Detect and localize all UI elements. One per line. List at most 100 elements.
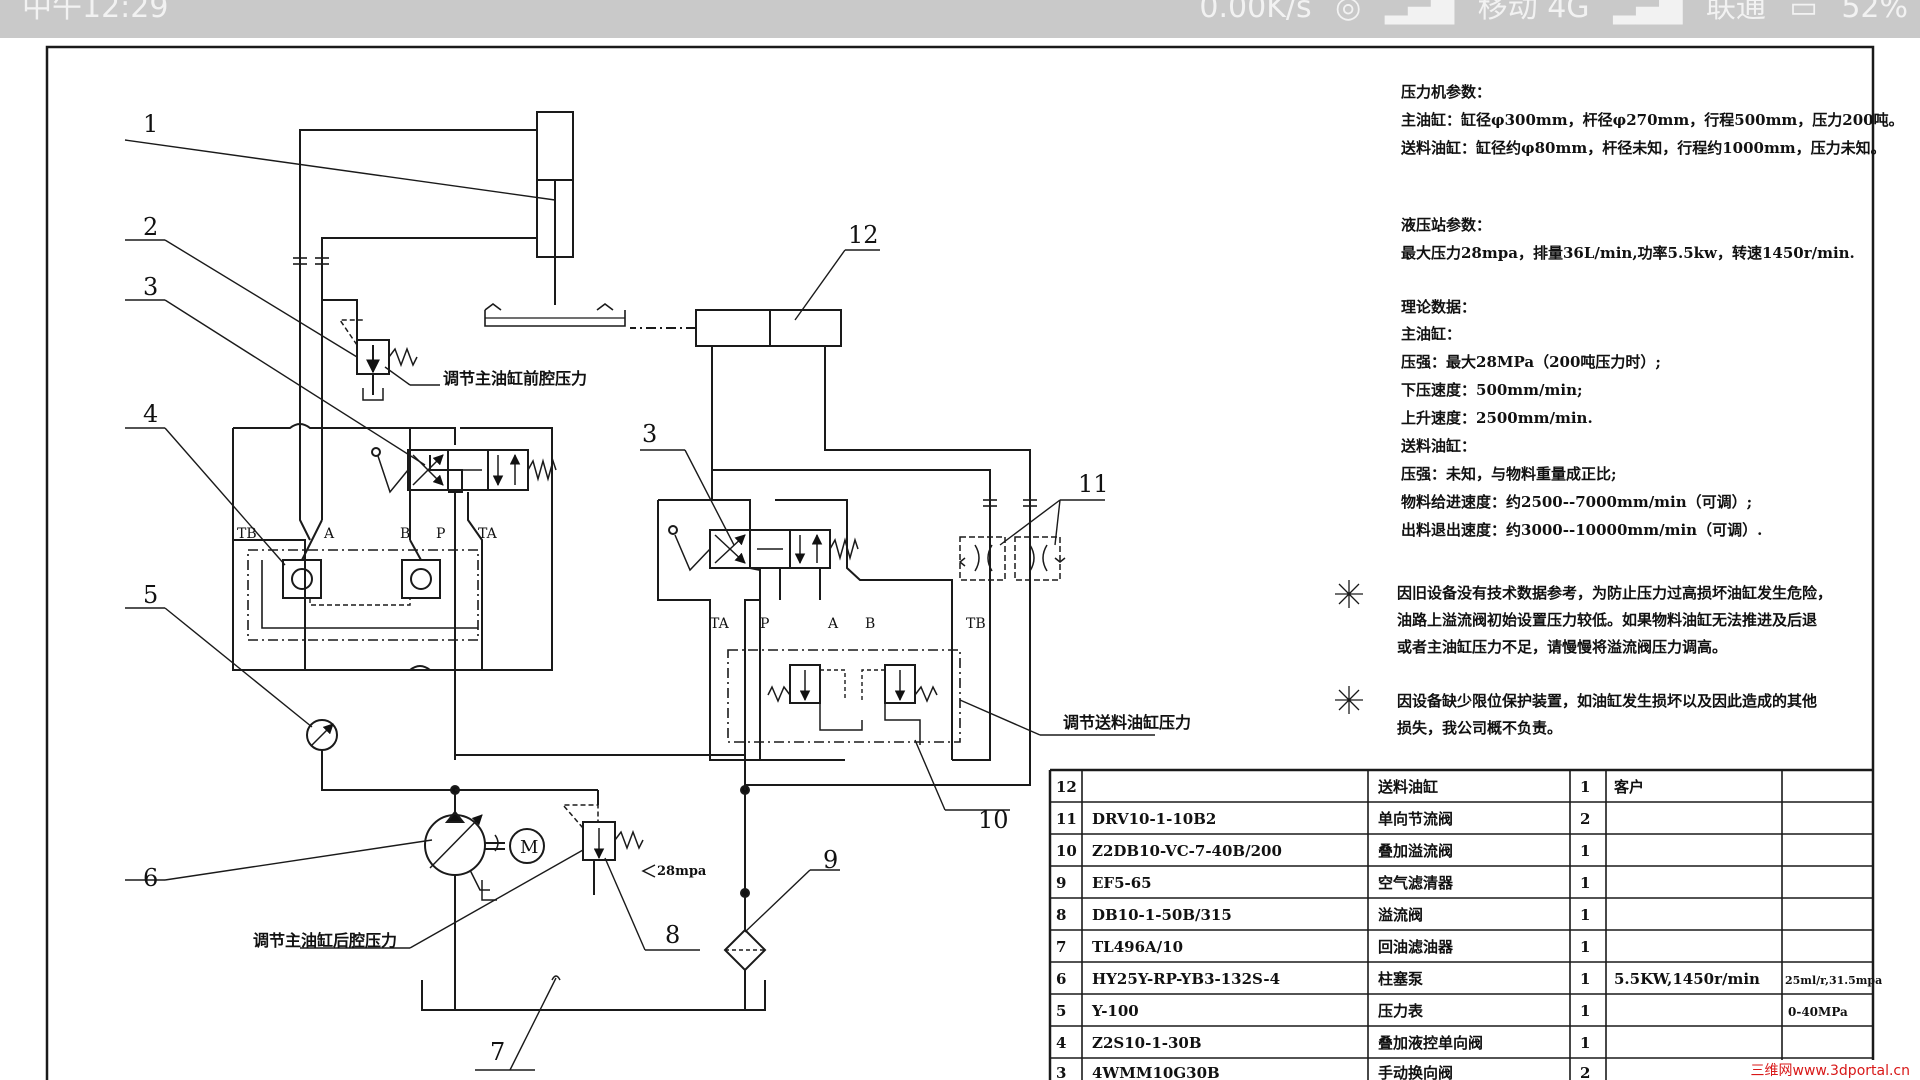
part-label-12: 12 [848, 221, 879, 249]
table-row: 4 Z2S10-1-30B 叠加液控单向阀 1 [1056, 1034, 1590, 1052]
warning-1-line-1: 因旧设备没有技术数据参考，为防止压力过高损坏油缸发生危险， [1397, 584, 1832, 602]
directional-valve-left [371, 447, 557, 494]
warning-2-line-1: 因设备缺少限位保护装置，如油缸发生损坏以及因此造成的其他 [1397, 692, 1817, 710]
theory-line-8: 出料退出速度：约3000--10000mm/min（可调）. [1401, 521, 1762, 539]
table-row: 8 DB10-1-50B/315 溢流阀 1 [1056, 906, 1590, 924]
part-label-10: 10 [978, 806, 1009, 834]
alarm-icon: ◎ [1335, 0, 1362, 25]
carrier-label: 移动 4G [1477, 0, 1590, 25]
warning-1-line-3: 或者主油缸压力不足，请慢慢将溢流阀压力调高。 [1397, 638, 1727, 656]
part-label-6: 6 [143, 864, 158, 892]
port-p-left: P [436, 526, 445, 542]
table-row: 11 DRV10-1-10B2 单向节流阀 2 [1056, 810, 1590, 828]
bom-qty: 1 [1580, 778, 1590, 796]
bom-no: 3 [1056, 1064, 1066, 1080]
bom-name: 送料油缸 [1377, 778, 1438, 796]
port-b-right: B [865, 616, 875, 632]
press-line-1: 主油缸：缸径φ300mm，杆径φ270mm，行程500mm，压力200吨。 [1401, 111, 1904, 129]
bom-no: 5 [1056, 1002, 1066, 1020]
bom-qty: 1 [1580, 906, 1590, 924]
cylinder-bottom-line [321, 237, 537, 520]
port-p-right: P [760, 616, 769, 632]
battery-level: 52% [1841, 0, 1908, 25]
bom-code: TL496A/10 [1092, 938, 1183, 956]
bom-no: 4 [1056, 1034, 1066, 1052]
bom-remark: 客户 [1613, 778, 1644, 796]
station-line-1: 最大压力28mpa，排量36L/min,功率5.5kw，转速1450r/min. [1401, 244, 1855, 262]
theory-line-1: 主油缸： [1401, 325, 1461, 343]
notes: 压力机参数： 主油缸：缸径φ300mm，杆径φ270mm，行程500mm，压力2… [1397, 83, 1904, 737]
signal-icon-2: ▂▄▆ [1613, 0, 1683, 25]
watermark: 三维网www.3dportal.cn [1746, 1060, 1914, 1080]
port-tb-left: TB [237, 526, 257, 542]
main-cylinder [536, 111, 574, 305]
bom-code: 4WMM10G30B [1092, 1064, 1220, 1080]
relief-valve-8 [455, 789, 656, 895]
bom-name: 手动换向阀 [1378, 1064, 1453, 1080]
bom-no: 8 [1056, 906, 1066, 924]
part-label-8: 8 [665, 921, 680, 949]
carrier-label-2: 联通 [1705, 0, 1766, 25]
bom-name: 空气滤清器 [1378, 874, 1454, 892]
cylinder-top-line [299, 129, 537, 410]
theory-line-2: 压强：最大28MPa（200吨压力时）; [1401, 353, 1661, 371]
left-manifold [232, 423, 553, 671]
drawing-frame [45, 45, 1875, 1080]
feed-cylinder [484, 303, 842, 347]
part-label-2: 2 [143, 213, 158, 241]
bom-name: 回油滤油器 [1378, 938, 1454, 956]
bom-name: 柱塞泵 [1378, 970, 1423, 988]
feed-pressure-note: 调节送料油缸压力 [1063, 713, 1191, 732]
motor-label: M [520, 837, 538, 858]
couplings-right [983, 499, 1037, 507]
port-a-left: A [323, 526, 335, 542]
bom-no: 11 [1056, 810, 1077, 828]
table-row: 5 Y-100 压力表 1 0-40MPa [1056, 1002, 1848, 1020]
theory-line-5: 送料油缸： [1400, 437, 1476, 455]
port-a-right: A [827, 616, 839, 632]
table-row: 6 HY25Y-RP-YB3-132S-4 柱塞泵 1 5.5KW,1450r/… [1056, 970, 1882, 988]
bom-no: 12 [1056, 778, 1077, 796]
bom-cells: 12 送料油缸 1 客户 11 DRV10-1-10B2 单向节流阀 2 10 … [1056, 778, 1882, 1080]
bom-no: 7 [1056, 938, 1066, 956]
theory-line-4: 上升速度：2500mm/min. [1401, 409, 1593, 427]
status-bar: 中午12:29 0.00K/s ◎ ▂▄▆ 移动 4G ▂▄▆ 联通 ▭ 52% [0, 0, 1920, 38]
bom-code: HY25Y-RP-YB3-132S-4 [1092, 970, 1280, 988]
press-heading: 压力机参数： [1401, 83, 1491, 101]
bom-qty: 1 [1580, 938, 1590, 956]
pressure-gauge [306, 719, 455, 791]
bom-code: DB10-1-50B/315 [1092, 906, 1232, 924]
part-label-3b: 3 [642, 420, 657, 448]
bom-qty: 2 [1580, 1064, 1590, 1080]
bom-qty: 1 [1580, 1034, 1590, 1052]
bom-extra: 25ml/r,31.5mpa [1785, 974, 1882, 987]
bom-name: 溢流阀 [1378, 906, 1423, 924]
signal-icon: ▂▄▆ [1384, 0, 1455, 25]
asterisk-icon [1335, 580, 1363, 714]
couplings [293, 257, 329, 265]
table-row: 3 4WMM10G30B 手动换向阀 2 [1056, 1064, 1590, 1080]
part-numbers: 1 2 3 4 5 6 7 8 9 10 11 12 3 [143, 110, 1109, 1066]
part-label-11: 11 [1078, 470, 1109, 498]
bom-name: 压力表 [1378, 1002, 1424, 1020]
bom-no: 10 [1056, 842, 1077, 860]
stacked-relief-box [727, 649, 961, 743]
clock: 中午12:29 [22, 0, 169, 25]
bom-name: 叠加溢流阀 [1378, 842, 1453, 860]
bom-code: EF5-65 [1092, 874, 1152, 892]
bom-name: 叠加液控单向阀 [1378, 1034, 1483, 1052]
part-label-1: 1 [143, 110, 158, 138]
front-pressure-note: 调节主油缸前腔压力 [443, 369, 587, 388]
port-tb-right: TB [966, 616, 986, 632]
warning-2-line-2: 损失，我公司概不负责。 [1397, 719, 1562, 737]
stacked-relief-valves [767, 664, 938, 745]
bom-no: 6 [1056, 970, 1066, 988]
theory-line-7: 物料给进速度：约2500--7000mm/min（可调）; [1401, 493, 1752, 511]
theory-line-6: 压强：未知，与物料重量成正比; [1401, 465, 1617, 483]
bom-extra: 0-40MPa [1788, 1005, 1848, 1019]
part-label-4: 4 [143, 400, 158, 428]
check-valve-box-4 [247, 549, 479, 641]
throttle-valves [958, 536, 1066, 581]
bom-remark: 5.5KW,1450r/min [1614, 970, 1760, 988]
part-label-9: 9 [823, 846, 838, 874]
